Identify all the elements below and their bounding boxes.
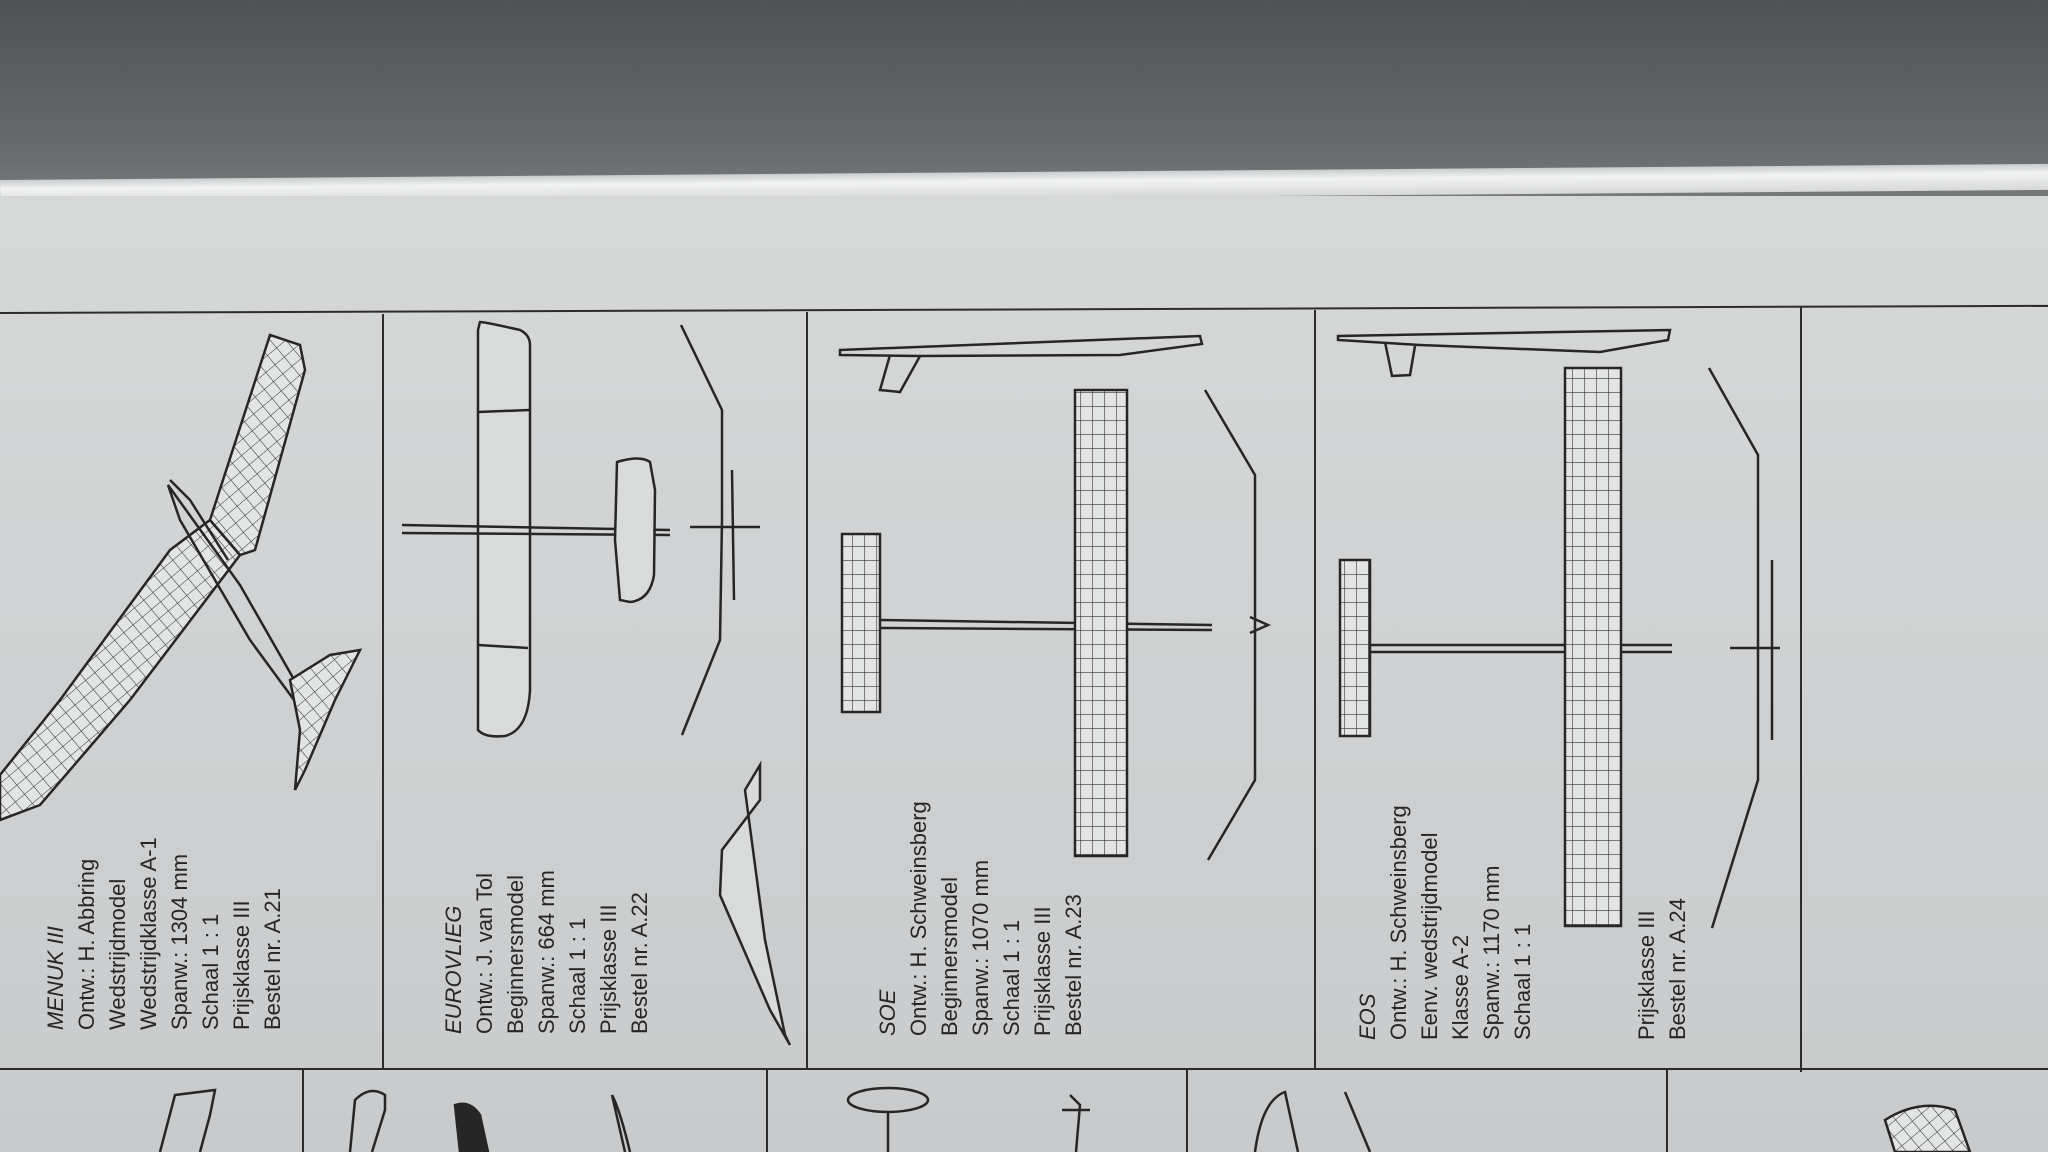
lower-row-drawings [158,1086,1972,1152]
eos-drawing [1336,328,1780,929]
spec-line: Spanw.: 1170 mm [1479,865,1504,1040]
designer-line: Ontw.: H. Abbring [74,858,99,1030]
order-number: Bestel nr. A.23 [1061,894,1086,1036]
lower-divider-1 [302,1070,304,1152]
model-caption-eos: EOS Ontw.: H. Schweinsberg Eenv. wedstri… [1352,805,1693,1040]
divider-4 [1800,306,1802,1072]
caption-gap [1538,805,1569,1040]
designer-line: Ontw.: H. Schweinsberg [1386,805,1411,1040]
lower-divider-2 [766,1070,768,1152]
model-name: SOE [875,989,900,1036]
designer-line: Ontw.: J. van Tol [472,872,497,1034]
model-name: EUROVLIEG [441,905,466,1034]
spec-line: Wedstrijdklasse A-1 [136,837,161,1030]
designer-line: Ontw.: H. Schweinsberg [906,801,931,1036]
spec-line: Spanw.: 664 mm [534,870,559,1034]
spec-line: Spanw.: 1070 mm [968,859,993,1036]
divider-2 [806,312,808,1070]
order-number: Bestel nr. A.24 [1665,898,1690,1040]
menuk-drawing [0,333,363,822]
divider-3 [1314,310,1316,1070]
spec-line: Schaal 1 : 1 [1510,923,1535,1040]
spec-line: Beginnersmodel [503,875,528,1034]
caption-gap [1600,805,1631,1040]
model-caption-soe: SOE Ontw.: H. Schweinsberg Beginnersmode… [872,801,1089,1036]
lower-divider-4 [1666,1070,1668,1152]
spec-line: Prijsklasse III [596,904,621,1034]
model-name: EOS [1355,993,1380,1040]
order-number: Bestel nr. A.21 [260,888,285,1030]
panel-bottom-border [0,1068,2048,1070]
model-caption-eurovlieg: EUROVLIEG Ontw.: J. van Tol Beginnersmod… [438,870,655,1034]
model-name: MENUK III [43,926,68,1030]
spec-line: Schaal 1 : 1 [565,917,590,1034]
spec-line: Prijsklasse III [229,900,254,1030]
model-caption-menuk: MENUK III Ontw.: H. Abbring Wedstrijdmod… [40,837,288,1030]
soe-drawing [838,334,1272,861]
caption-gap [1569,805,1600,1040]
order-number: Bestel nr. A.22 [627,892,652,1034]
spec-line: Wedstrijdmodel [105,878,130,1030]
lower-divider-3 [1186,1070,1188,1152]
spec-line: Klasse A-2 [1448,934,1473,1040]
divider-1 [382,314,384,1070]
spec-line: Schaal 1 : 1 [198,913,223,1030]
spec-line: Prijsklasse III [1634,910,1659,1040]
spec-line: Prijsklasse III [1030,906,1055,1036]
spec-line: Beginnersmodel [937,877,962,1036]
spec-line: Eenv. wedstrijdmodel [1417,832,1442,1040]
spec-line: Schaal 1 : 1 [999,919,1024,1036]
spec-line: Spanw.: 1304 mm [167,853,192,1030]
eurovlieg-drawing [401,320,792,1046]
